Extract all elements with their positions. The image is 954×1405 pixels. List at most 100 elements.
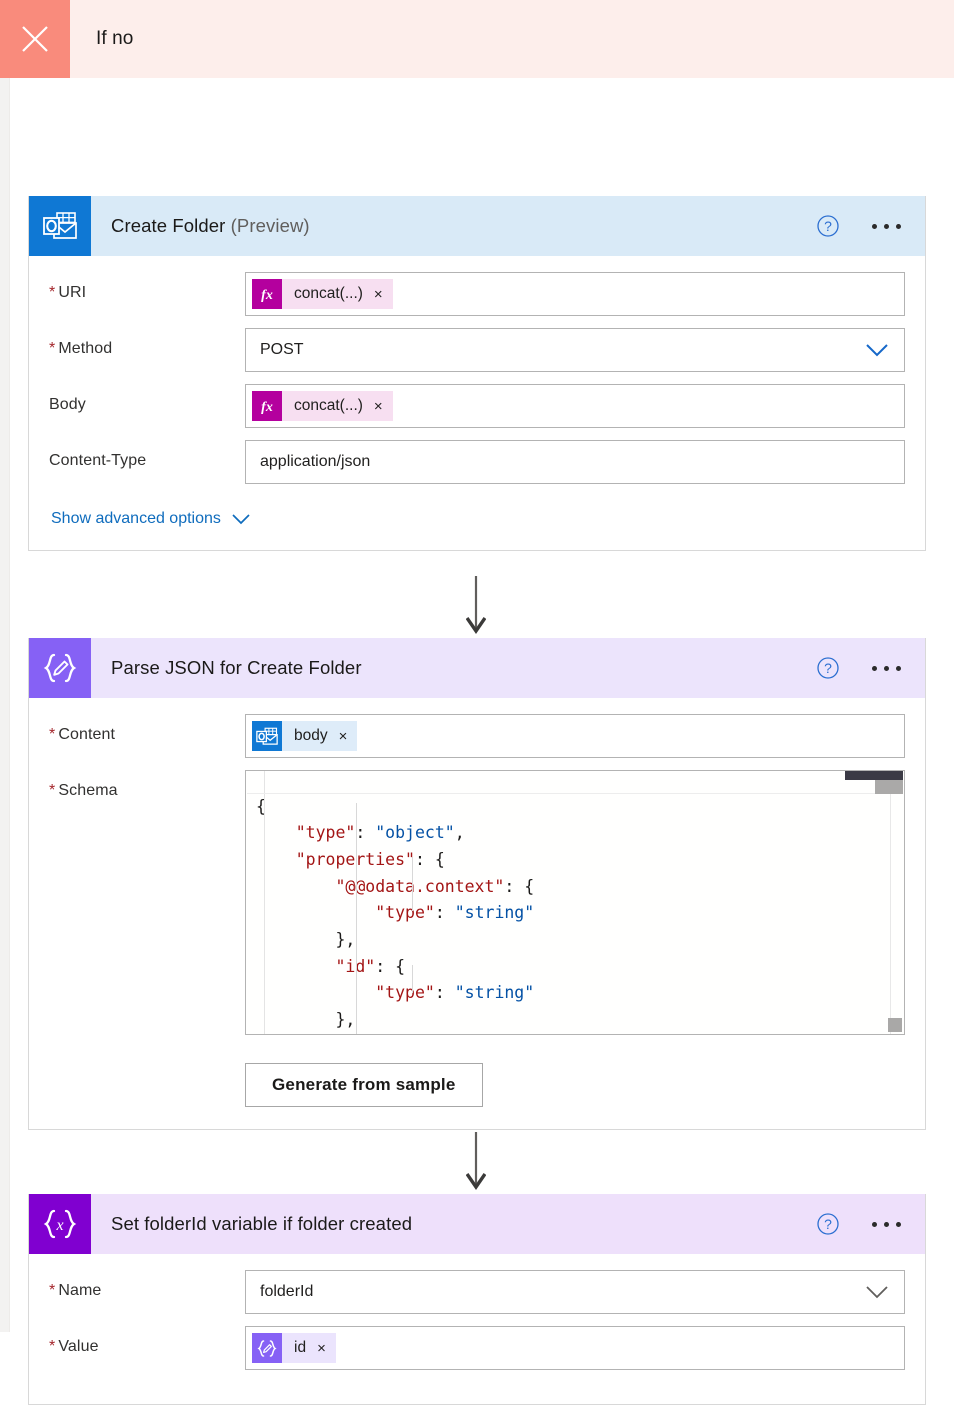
office365-outlook-icon <box>252 721 282 751</box>
svg-text:x: x <box>55 1217 63 1234</box>
field-row-name: *Name folderId <box>49 1270 905 1314</box>
card-actions: ? <box>816 638 903 698</box>
token-label: concat(...) <box>294 397 363 414</box>
variable-name-value: folderId <box>260 1283 314 1300</box>
card-header-create-folder[interactable]: Create Folder (Preview) ? <box>29 196 925 256</box>
card-body-create-folder: *URI fx concat(...) × * <box>29 256 925 550</box>
token-label: id <box>294 1339 307 1356</box>
set-variable-icon: x <box>29 1194 91 1254</box>
card-title-create-folder: Create Folder (Preview) <box>111 215 310 236</box>
show-advanced-options-link[interactable]: Show advanced options <box>51 510 251 528</box>
token-chip-id[interactable]: id × <box>252 1333 336 1363</box>
token-chip-concat-body[interactable]: fx concat(...) × <box>252 391 393 421</box>
field-row-content-type: Content-Type application/json <box>49 440 905 484</box>
token-remove-icon[interactable]: × <box>373 397 383 415</box>
token-pill: id × <box>282 1333 336 1363</box>
token-remove-icon[interactable]: × <box>338 727 348 745</box>
field-label-body: Body <box>49 396 86 413</box>
card-title-set-variable: Set folderId variable if folder created <box>111 1213 413 1234</box>
show-advanced-options-label: Show advanced options <box>51 510 221 527</box>
fx-icon: fx <box>252 279 282 309</box>
connector-arrow-1 <box>466 576 486 634</box>
content-input[interactable]: body × <box>245 714 905 758</box>
indent-guide <box>412 857 413 911</box>
action-card-set-variable[interactable]: x Set folderId variable if folder create… <box>28 1194 926 1405</box>
help-circle-icon[interactable]: ? <box>816 1212 840 1236</box>
token-pill: concat(...) × <box>282 279 393 309</box>
card-header-set-variable[interactable]: x Set folderId variable if folder create… <box>29 1194 925 1254</box>
required-asterisk: * <box>49 1282 56 1299</box>
action-card-parse-json[interactable]: Parse JSON for Create Folder ? *Content <box>28 638 926 1130</box>
card-title-parse-json: Parse JSON for Create Folder <box>111 657 362 678</box>
indent-guide <box>412 965 413 993</box>
indent-guide <box>356 803 357 1034</box>
schema-code-editor[interactable]: { "type": "object", "properties": { "@@o… <box>245 770 905 1035</box>
field-label-value: *Value <box>49 1338 99 1355</box>
fx-icon: fx <box>252 391 282 421</box>
field-row-schema: *Schema { "type": "object", "properties"… <box>49 770 905 1035</box>
required-asterisk: * <box>49 726 56 743</box>
connector-arrow-2 <box>466 1132 486 1190</box>
card-body-parse-json: *Content <box>29 698 925 1129</box>
chevron-down-icon[interactable] <box>864 342 890 358</box>
method-value: POST <box>260 341 304 358</box>
scrollbar-thumb-secondary[interactable] <box>875 780 903 794</box>
svg-text:?: ? <box>824 218 832 234</box>
vertical-scrollbar[interactable] <box>845 771 904 1034</box>
ellipsis-icon[interactable] <box>870 660 903 677</box>
office365-outlook-icon <box>29 196 91 256</box>
field-row-body: Body fx concat(...) × <box>49 384 905 428</box>
close-icon[interactable] <box>0 0 70 78</box>
editor-top-divider <box>247 793 890 794</box>
token-remove-icon[interactable]: × <box>317 1339 326 1357</box>
branch-header: If no <box>0 0 954 78</box>
field-label-content-type: Content-Type <box>49 452 147 469</box>
content-type-value: application/json <box>260 453 371 470</box>
token-remove-icon[interactable]: × <box>373 285 383 303</box>
chevron-down-icon <box>232 514 250 525</box>
resize-handle[interactable] <box>888 1018 902 1032</box>
action-card-create-folder[interactable]: Create Folder (Preview) ? *URI <box>28 196 926 551</box>
uri-input[interactable]: fx concat(...) × <box>245 272 905 316</box>
field-row-value: *Value id × <box>49 1326 905 1370</box>
parse-json-icon <box>252 1333 282 1363</box>
help-circle-icon[interactable]: ? <box>816 214 840 238</box>
card-title-suffix: (Preview) <box>230 215 310 236</box>
field-label-schema: *Schema <box>49 782 118 799</box>
body-input[interactable]: fx concat(...) × <box>245 384 905 428</box>
scrollbar-thumb[interactable] <box>845 771 903 780</box>
card-body-set-variable: *Name folderId *Value <box>29 1254 925 1404</box>
ellipsis-icon[interactable] <box>870 218 903 235</box>
chevron-down-icon[interactable] <box>864 1284 890 1300</box>
variable-name-dropdown[interactable]: folderId <box>245 1270 905 1314</box>
card-header-parse-json[interactable]: Parse JSON for Create Folder ? <box>29 638 925 698</box>
token-chip-concat-uri[interactable]: fx concat(...) × <box>252 279 393 309</box>
svg-text:?: ? <box>824 1216 832 1232</box>
content-type-input[interactable]: application/json <box>245 440 905 484</box>
required-asterisk: * <box>49 340 56 357</box>
card-actions: ? <box>816 1194 903 1254</box>
ellipsis-icon[interactable] <box>870 1216 903 1233</box>
token-chip-body[interactable]: body × <box>252 721 358 751</box>
method-dropdown[interactable]: POST <box>245 328 905 372</box>
card-actions: ? <box>816 196 903 256</box>
field-row-method: *Method POST <box>49 328 905 372</box>
generate-from-sample-button[interactable]: Generate from sample <box>245 1063 483 1107</box>
field-label-uri: *URI <box>49 284 87 301</box>
token-label: concat(...) <box>294 285 363 302</box>
help-circle-icon[interactable]: ? <box>816 656 840 680</box>
editor-gutter-line <box>264 771 265 1034</box>
field-label-method: *Method <box>49 340 113 357</box>
svg-text:fx: fx <box>261 400 273 415</box>
variable-value-input[interactable]: id × <box>245 1326 905 1370</box>
schema-code-text: { "type": "object", "properties": { "@@o… <box>256 796 535 1030</box>
parse-json-icon <box>29 638 91 698</box>
page-left-edge <box>0 78 10 1332</box>
required-asterisk: * <box>49 284 56 301</box>
required-asterisk: * <box>49 1338 56 1355</box>
field-row-content: *Content <box>49 714 905 758</box>
branch-title: If no <box>96 28 134 49</box>
svg-text:fx: fx <box>261 288 273 303</box>
field-label-content: *Content <box>49 726 116 743</box>
required-asterisk: * <box>49 782 56 799</box>
